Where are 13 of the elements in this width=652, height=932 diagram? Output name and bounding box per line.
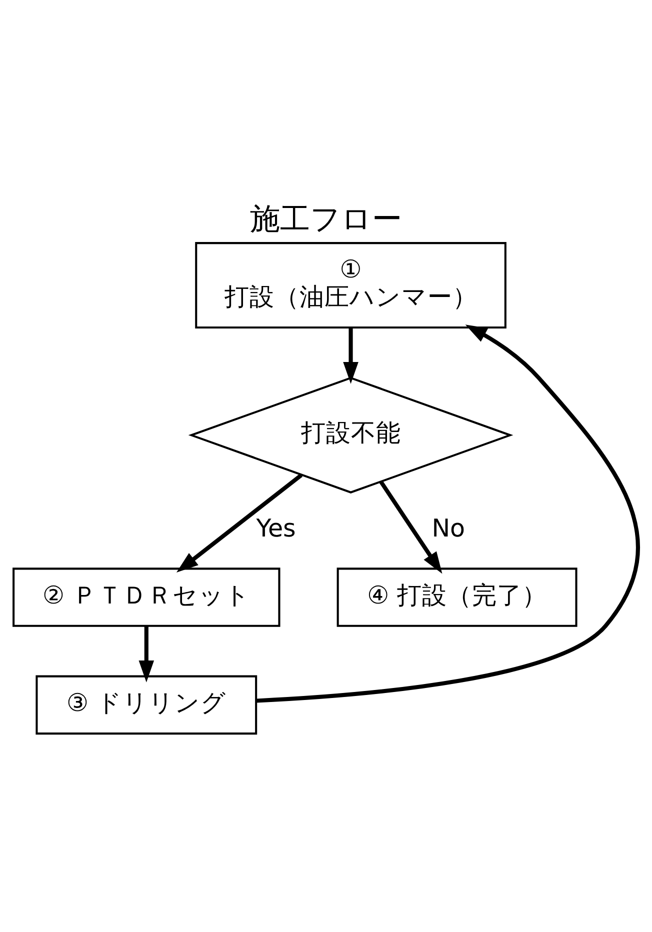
node-box: ④ 打設（完了） xyxy=(336,567,578,626)
arrow xyxy=(256,324,640,702)
node-box: ③ ドリリング xyxy=(36,674,258,734)
arrow xyxy=(176,473,303,572)
edge-label: Yes xyxy=(256,513,296,542)
arrow xyxy=(343,327,358,384)
node-diamond: 打設不能 xyxy=(188,376,514,493)
arrow xyxy=(379,480,442,574)
edge-label: No xyxy=(432,513,466,542)
diagram-title: 施工フロー xyxy=(250,201,402,236)
node-box: ① 打設（油圧ハンマー） xyxy=(195,242,506,328)
node-box: ② ＰＴＤＲセット xyxy=(12,567,280,626)
arrow xyxy=(138,626,154,682)
